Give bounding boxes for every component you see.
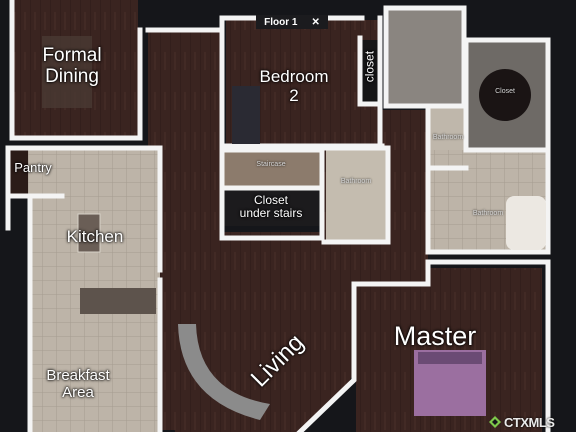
master-bathtub xyxy=(506,196,546,250)
label-closet-vertical: closet xyxy=(362,50,377,83)
label-kitchen: Kitchen xyxy=(66,227,124,246)
master-bed-pillow xyxy=(418,352,482,364)
label-formal-dining: Formal Dining xyxy=(42,45,102,87)
closet-under-stairs-floor xyxy=(222,190,320,226)
living-sofa xyxy=(178,324,270,420)
label-master-bath-small: Bathroom xyxy=(432,134,464,141)
hall-bathroom-floor xyxy=(326,150,386,240)
walls xyxy=(5,0,551,432)
staircase-floor xyxy=(222,152,322,186)
kitchen-counter xyxy=(80,288,156,314)
floor-label: Floor 1 xyxy=(264,16,298,28)
master-closet-rug xyxy=(479,69,531,121)
label-pantry: Pantry xyxy=(14,160,52,175)
close-icon[interactable]: ✕ xyxy=(311,16,320,28)
mls-watermark: CTXMLS xyxy=(488,414,555,430)
label-bedroom2: Bedroom 2 xyxy=(259,67,329,105)
label-hall-bathroom: Bathroom xyxy=(340,178,372,185)
label-master-bathroom: Bathroom xyxy=(472,210,504,217)
dining-table xyxy=(42,36,92,108)
label-staircase: Staircase xyxy=(256,161,286,168)
mls-logo-icon xyxy=(489,416,501,428)
label-breakfast-area: Breakfast Area xyxy=(46,367,110,401)
mls-watermark-text: CTXMLS xyxy=(504,414,555,430)
kitchen-island xyxy=(77,213,101,253)
label-closet-under-stairs: Closet under stairs xyxy=(239,193,303,221)
closet-vertical-floor xyxy=(360,40,380,102)
label-master: Master xyxy=(393,321,477,351)
floor-selector[interactable]: Floor 1 ✕ xyxy=(256,15,328,29)
utility-floor xyxy=(386,8,462,106)
bedroom2-bed xyxy=(232,86,260,144)
label-master-closet: Closet xyxy=(495,88,515,95)
